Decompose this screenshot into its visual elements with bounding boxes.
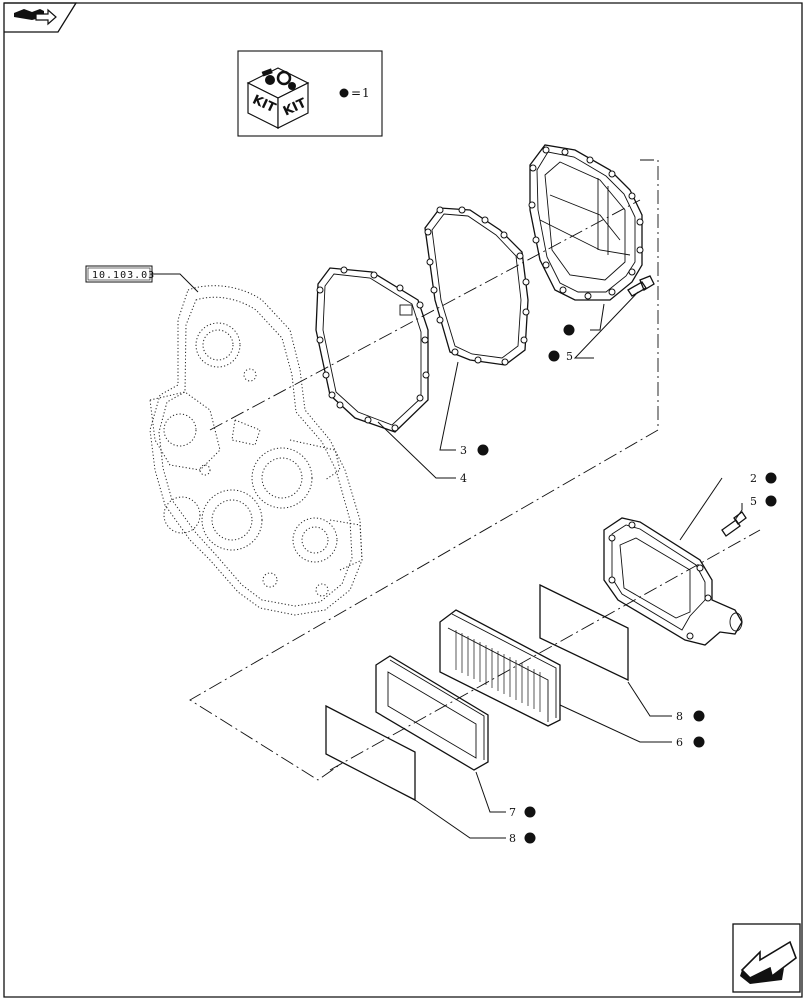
part-8-sheet-lower — [325, 704, 416, 802]
callout-8-upper[interactable]: 8 — [676, 710, 705, 723]
svg-text:3: 3 — [460, 444, 467, 457]
engine-housing — [149, 285, 363, 616]
cover-plate — [528, 144, 655, 301]
callout-3[interactable]: 3 — [460, 444, 489, 457]
kit-box-icon: KIT KIT — [246, 67, 310, 129]
kit-equals: = — [351, 86, 361, 100]
svg-text:6: 6 — [676, 736, 683, 749]
svg-text:5: 5 — [750, 495, 757, 508]
kit-legend: KIT KIT = 1 — [237, 50, 383, 137]
next-page-button[interactable] — [732, 923, 801, 993]
callout-5-right[interactable]: 5 — [750, 495, 777, 508]
svg-text:8: 8 — [509, 832, 516, 845]
callout-4[interactable]: 4 — [460, 472, 467, 485]
kit-dot — [339, 88, 349, 98]
leader-lines — [377, 291, 743, 839]
part-3-gasket — [424, 206, 530, 366]
callout-7[interactable]: 7 — [509, 806, 536, 819]
part-4-gasket — [315, 266, 430, 433]
callout-6[interactable]: 6 — [676, 736, 705, 749]
callout-cover-plate[interactable] — [563, 324, 575, 336]
reference-box[interactable]: 10.103.03 — [85, 265, 199, 293]
svg-text:7: 7 — [509, 806, 516, 819]
screw-top — [627, 275, 655, 297]
svg-text:4: 4 — [460, 472, 467, 485]
svg-text:2: 2 — [750, 472, 757, 485]
assembly-axes — [189, 159, 761, 781]
screw-right — [721, 511, 747, 537]
callout-5-top[interactable]: 5 — [548, 350, 574, 363]
svg-text:5: 5 — [566, 350, 573, 363]
page-frame — [3, 2, 803, 998]
part-6-filter — [439, 609, 561, 727]
next-page-arrow-icon — [740, 940, 797, 984]
callout-8-lower[interactable]: 8 — [509, 832, 536, 845]
callout-2[interactable]: 2 — [750, 472, 777, 485]
part-7-frame — [375, 655, 489, 771]
reference-code: 10.103.03 — [92, 270, 155, 281]
svg-text:8: 8 — [676, 710, 683, 723]
header-tab[interactable] — [4, 2, 78, 33]
book-arrow-icon — [14, 8, 57, 26]
part-8-sheet-upper — [539, 583, 629, 682]
kit-value: 1 — [362, 86, 370, 100]
part-2-cover — [603, 511, 747, 646]
callouts: 2 5 3 4 5 8 6 7 — [460, 324, 777, 845]
